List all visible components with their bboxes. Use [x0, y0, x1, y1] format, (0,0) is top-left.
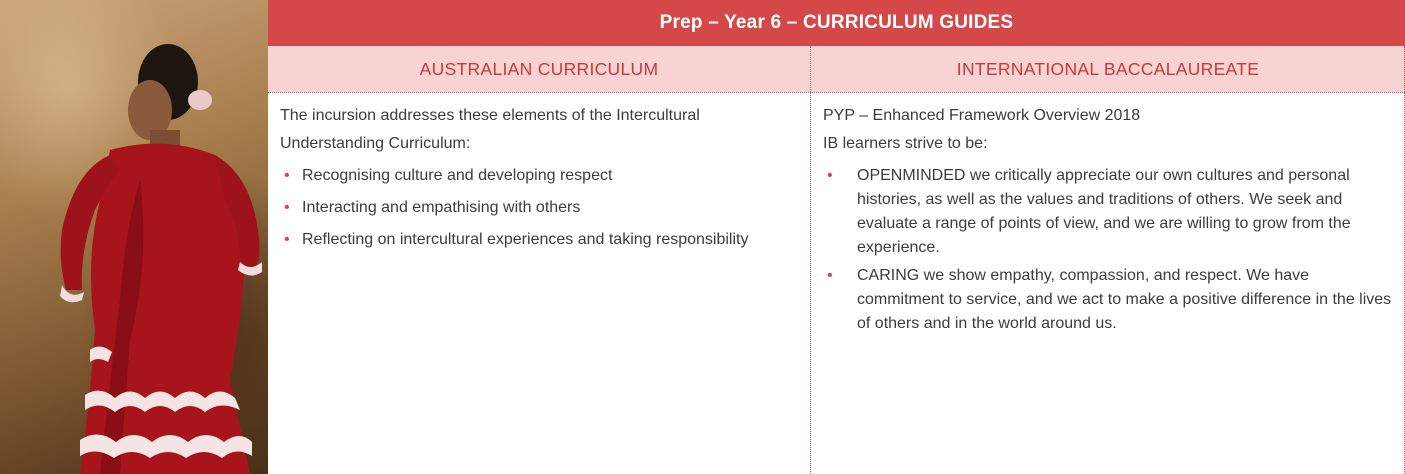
list-item: •Reflecting on intercultural experiences…	[280, 228, 800, 252]
intro-text: The incursion addresses these elements o…	[280, 107, 700, 152]
column-divider	[810, 46, 811, 474]
bullet-list: •Recognising culture and developing resp…	[280, 164, 800, 252]
australian-curriculum-heading: AUSTRALIAN CURRICULUM	[268, 46, 810, 92]
framework-title: PYP – Enhanced Framework Overview 2018	[823, 107, 1141, 124]
dancer-illustration	[60, 44, 262, 474]
list-item: •Recognising culture and developing resp…	[280, 164, 800, 188]
international-baccalaureate-heading: INTERNATIONAL BACCALAUREATE	[811, 46, 1405, 92]
bullet-icon: •	[284, 231, 290, 248]
bullet-icon: •	[827, 267, 833, 284]
flamenco-dancer-photo	[0, 0, 268, 474]
list-item: •CARING we show empathy, compassion, and…	[823, 264, 1398, 336]
international-baccalaureate-content: PYP – Enhanced Framework Overview 2018 I…	[823, 102, 1398, 340]
bullet-icon: •	[827, 167, 833, 184]
bullet-icon: •	[284, 167, 290, 184]
bullet-icon: •	[284, 199, 290, 216]
australian-curriculum-content: The incursion addresses these elements o…	[280, 102, 800, 260]
header-divider	[268, 92, 1405, 93]
list-item: •OPENMINDED we critically appreciate our…	[823, 164, 1398, 260]
learner-profile-lead: IB learners strive to be:	[823, 135, 988, 152]
bullet-list: •OPENMINDED we critically appreciate our…	[823, 164, 1398, 336]
curriculum-guide-table: Prep – Year 6 – CURRICULUM GUIDES AUSTRA…	[268, 0, 1405, 474]
list-item: •Interacting and empathising with others	[280, 196, 800, 220]
page-title: Prep – Year 6 – CURRICULUM GUIDES	[268, 0, 1405, 46]
